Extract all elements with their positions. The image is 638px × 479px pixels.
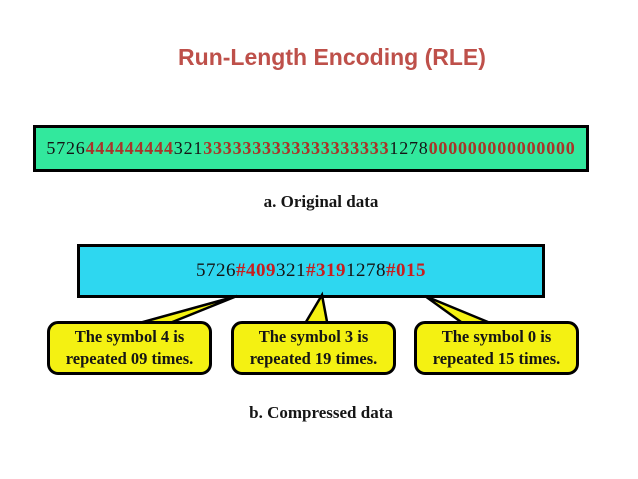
compressed-segment-code-015: #015 [386, 260, 426, 281]
callout-line: repeated 09 times. [65, 349, 194, 368]
original-data-caption: a. Original data [263, 192, 379, 211]
compressed-segment-literal: 1278 [346, 260, 386, 281]
original-segment-run-4: 444444444 [85, 138, 174, 158]
compressed-segment-code-319: #319 [306, 260, 346, 281]
callout-symbol-0: The symbol 0 is repeated 15 times. [414, 321, 579, 375]
slide-title: Run-Length Encoding (RLE) [178, 44, 486, 70]
original-segment-literal: 321 [173, 138, 204, 158]
compressed-segment-literal: 5726 [196, 260, 236, 281]
callout-line: The symbol 0 is [441, 327, 552, 346]
compressed-data-caption: b. Compressed data [249, 403, 393, 422]
callout-line: repeated 19 times. [249, 349, 378, 368]
compressed-segment-literal: 321 [276, 260, 306, 281]
callout-symbol-4: The symbol 4 is repeated 09 times. [47, 321, 212, 375]
callout-line: The symbol 3 is [258, 327, 369, 346]
compressed-data-text: 5726#409321#3191278#015 [196, 260, 426, 282]
callout-line: The symbol 4 is [74, 327, 185, 346]
original-segment-literal: 1278 [389, 138, 429, 158]
callout-line: repeated 15 times. [432, 349, 561, 368]
original-data-box: 5726444444444321333333333333333333312780… [33, 125, 589, 172]
callout-symbol-3: The symbol 3 is repeated 19 times. [231, 321, 396, 375]
original-segment-literal: 5726 [46, 138, 86, 158]
compressed-segment-code-409: #409 [236, 260, 276, 281]
compressed-data-box: 5726#409321#3191278#015 [77, 244, 545, 298]
original-segment-run-0: 000000000000000 [428, 138, 576, 158]
original-data-text: 5726444444444321333333333333333333312780… [46, 138, 575, 159]
original-segment-run-3: 3333333333333333333 [203, 138, 390, 158]
